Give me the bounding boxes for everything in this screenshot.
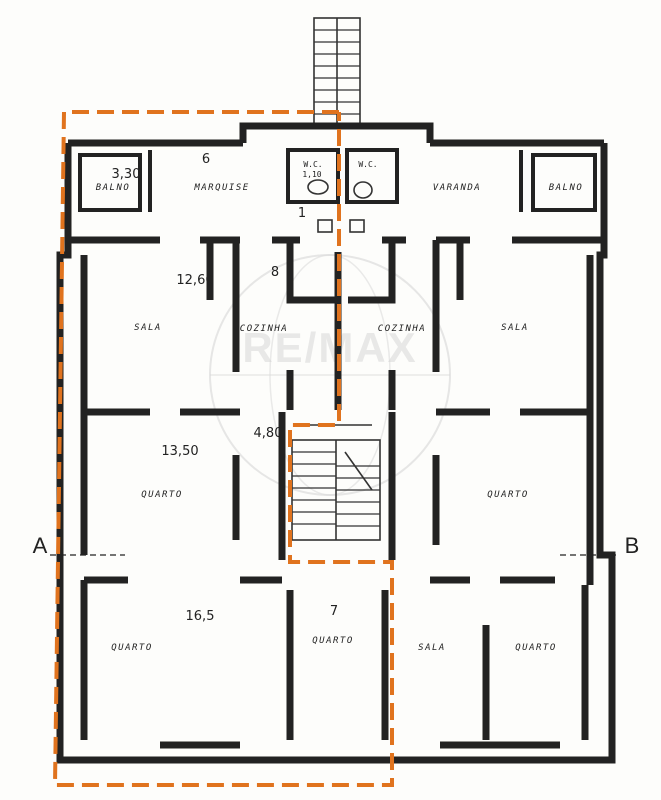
wc-blocks: [286, 148, 399, 233]
entrance-stair: [313, 17, 361, 125]
room-label-sala-right: SALA: [501, 323, 529, 333]
balcony-area-label: 3,30: [112, 167, 141, 182]
quarto3-number: 7: [330, 604, 338, 619]
quarto2-area-label: 16,5: [186, 609, 215, 624]
marquise-number: 6: [202, 152, 210, 167]
outer-walls: [56, 122, 616, 764]
quarto1-area-label: 13,50: [161, 444, 198, 459]
room-label-wc-right: W.C.: [358, 160, 377, 169]
room-label-balcony-left: BALNO: [96, 183, 131, 193]
room-label-marquise: MARQUISE: [193, 183, 249, 193]
highlight-outline: [52, 110, 394, 787]
room-labels: BALNO MARQUISE W.C. W.C. VARANDA BALNO S…: [96, 160, 584, 653]
section-mark-b: B: [625, 533, 640, 558]
wc-dimension-label: 1,10: [302, 170, 321, 179]
watermark: RE/MAX: [209, 254, 451, 496]
interior-walls: [68, 236, 604, 749]
hall-width-label: 4,80: [254, 426, 283, 441]
section-line: A B: [33, 533, 640, 558]
room-label-quarto-left-mid: QUARTO: [141, 490, 183, 500]
room-label-quarto-left-bottom: QUARTO: [111, 643, 153, 653]
room-label-balcony-right: BALNO: [549, 183, 584, 193]
room-label-sala-right-bottom: SALA: [418, 643, 446, 653]
room-label-cozinha-right: COZINHA: [378, 324, 426, 334]
room-label-quarto-right-bottom: QUARTO: [515, 643, 557, 653]
stair-step-label: 1: [298, 206, 306, 221]
room-label-varanda: VARANDA: [433, 183, 481, 193]
room-label-sala-left: SALA: [134, 323, 162, 333]
room-label-quarto-right-mid: QUARTO: [487, 490, 529, 500]
stairwell: [291, 424, 381, 541]
kitchen-number: 8: [271, 265, 279, 280]
sala-area-label: 12,60: [176, 273, 213, 288]
watermark-text: RE/MAX: [242, 324, 417, 371]
balconies: [78, 150, 597, 212]
room-label-cozinha-left: COZINHA: [240, 324, 288, 334]
dimension-labels: 3,30 6 1,10 1 8 12,60 4,80 13,50 16,5 7: [112, 152, 339, 624]
room-label-quarto-center-bottom: QUARTO: [312, 636, 354, 646]
room-label-wc-left: W.C.: [303, 160, 322, 169]
section-mark-a: A: [33, 533, 48, 558]
